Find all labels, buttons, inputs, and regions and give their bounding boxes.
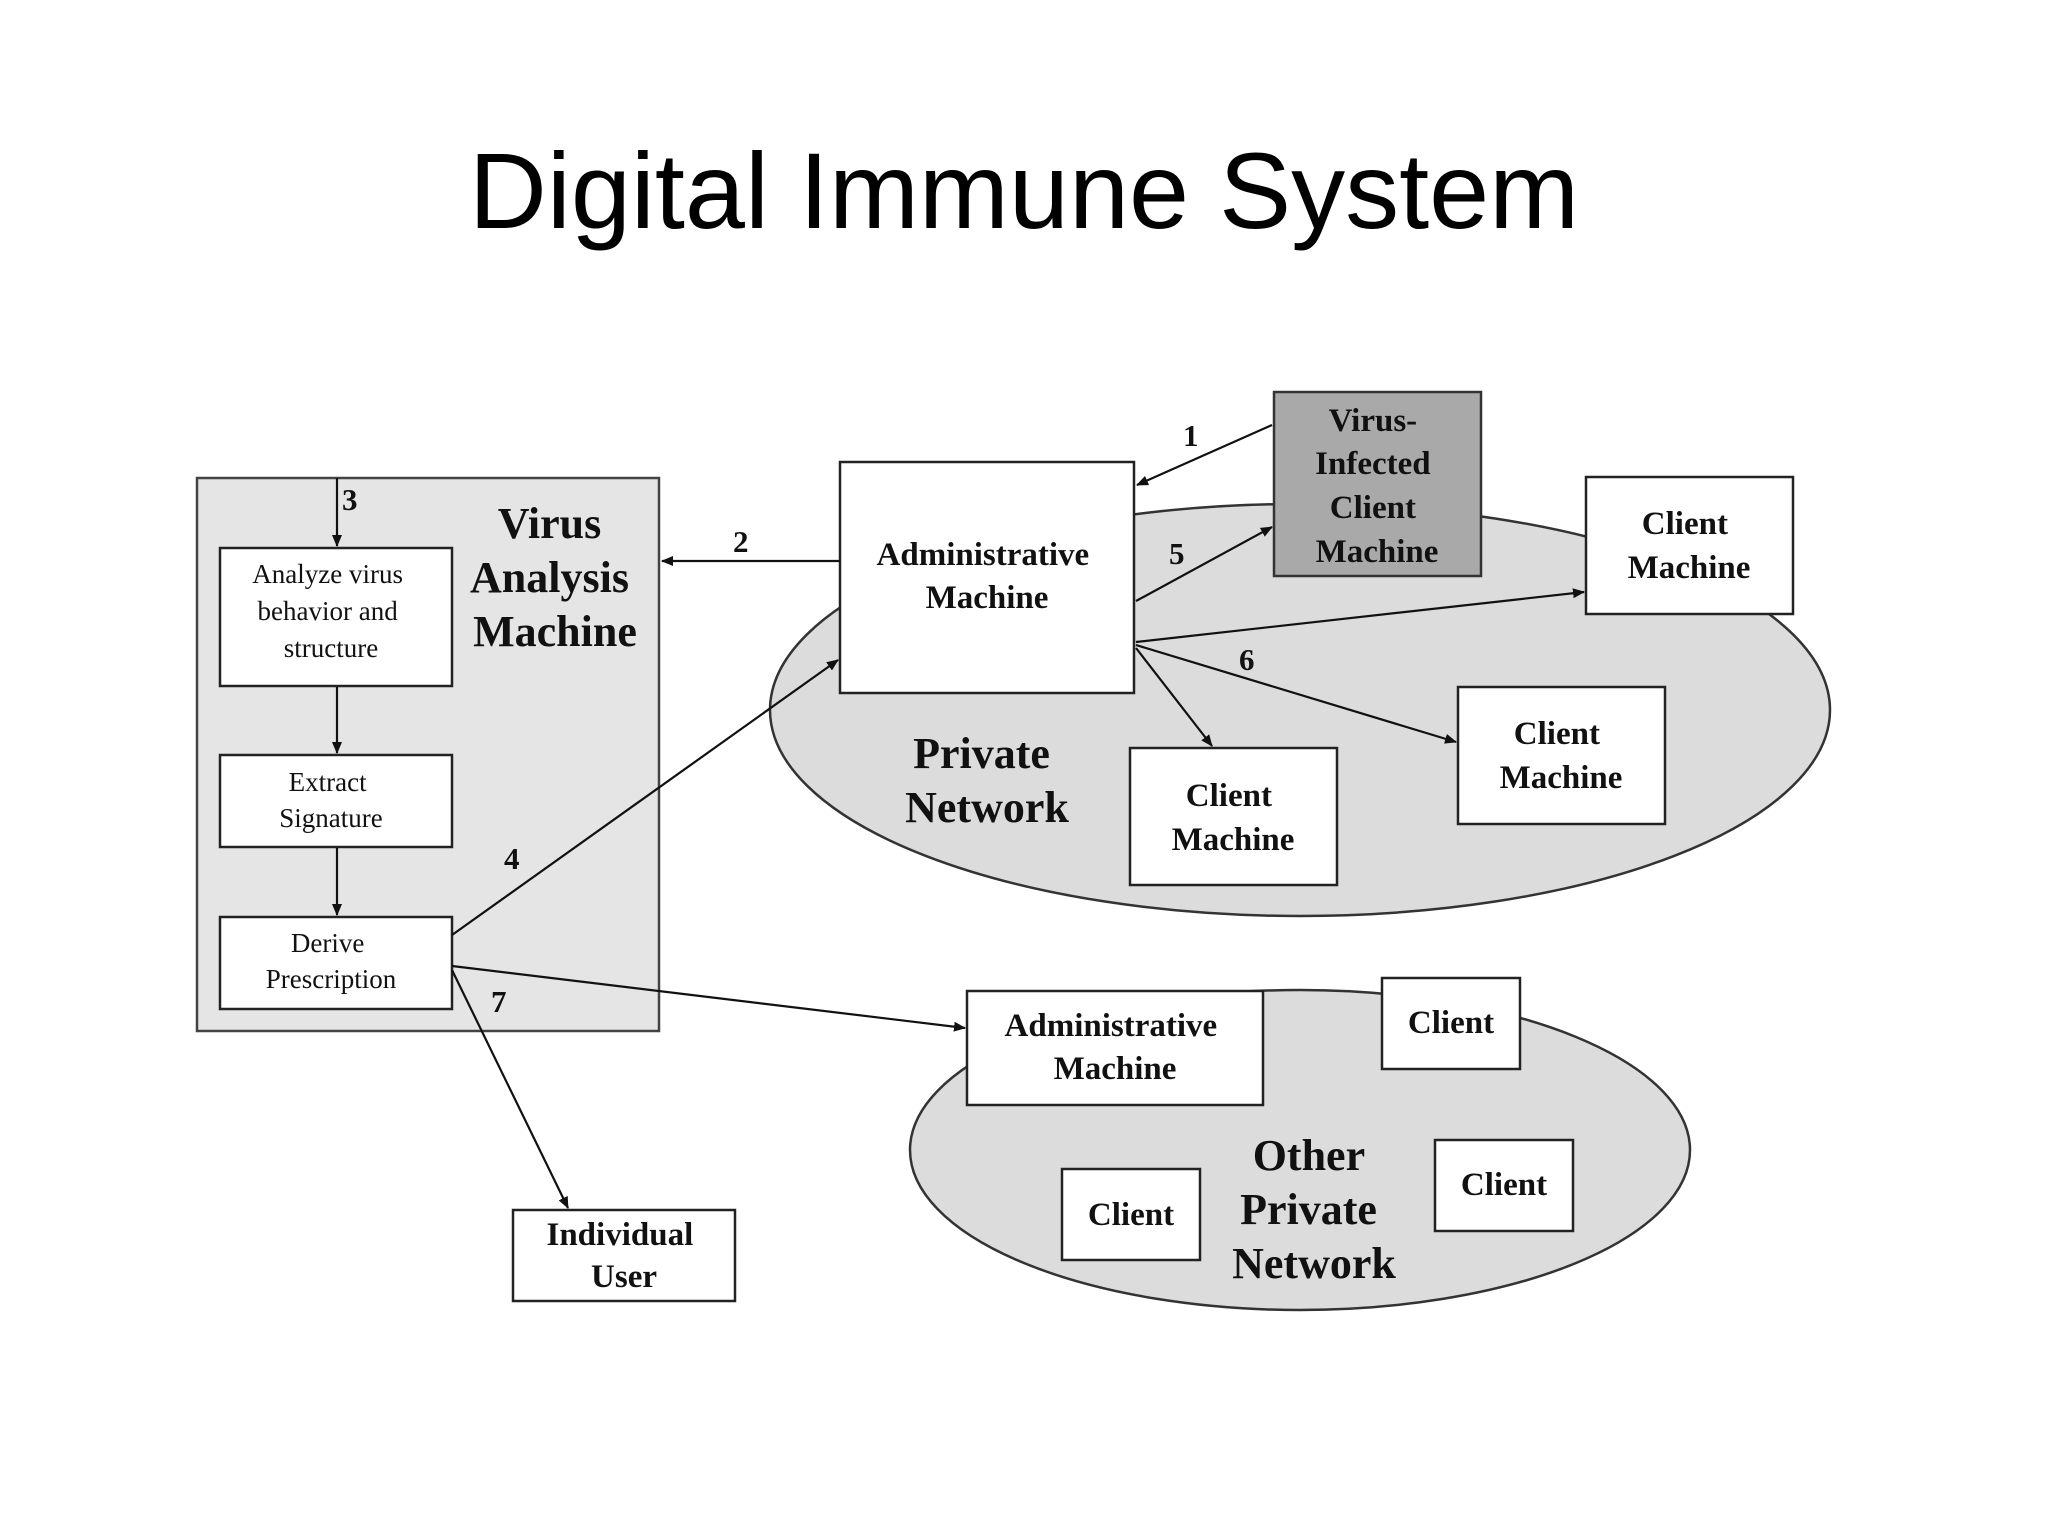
client-machine-box-2 bbox=[1456, 685, 1667, 826]
virus-infected-client-label: Virus- Infected Client Machine bbox=[1315, 403, 1439, 570]
arrow-step-7-other-admin bbox=[451, 964, 966, 1032]
arrow-step-1 bbox=[1136, 423, 1273, 487]
client-machine-box-1 bbox=[1584, 475, 1795, 616]
arrow-step-5 bbox=[1135, 526, 1273, 602]
other-private-network-label: Other Private Network bbox=[1232, 1131, 1396, 1288]
administrative-machine-label: Administrative Machine bbox=[877, 537, 1098, 616]
arrow-step-6-client-2 bbox=[1135, 643, 1457, 744]
step-number-5: 5 bbox=[1169, 536, 1185, 571]
other-client-label-1: Client bbox=[1408, 1005, 1494, 1041]
arrow-step-4 bbox=[451, 659, 839, 936]
client-machine-box-3 bbox=[1128, 746, 1339, 887]
other-client-label-3: Client bbox=[1088, 1197, 1174, 1233]
other-client-label-2: Client bbox=[1461, 1167, 1547, 1203]
client-machine-label-3: Client Machine bbox=[1172, 778, 1295, 858]
step-number-2: 2 bbox=[733, 524, 749, 559]
page-title: Digital Immune System bbox=[469, 130, 1579, 251]
arrow-step-6-client-3 bbox=[1135, 647, 1213, 747]
arrow-step-7-individual bbox=[451, 969, 569, 1209]
other-client-box-2 bbox=[1433, 1138, 1575, 1233]
private-network-label: Private Network bbox=[905, 729, 1069, 832]
analyze-virus-label: Analyze virus behavior and structure bbox=[252, 559, 409, 663]
administrative-machine-box bbox=[838, 460, 1136, 695]
analyze-virus-box bbox=[218, 546, 454, 688]
derive-prescription-label: Derive Prescription bbox=[266, 928, 397, 994]
client-machine-label-1: Client Machine bbox=[1628, 506, 1751, 586]
individual-user-box bbox=[511, 1208, 737, 1303]
other-client-box-1 bbox=[1380, 976, 1522, 1071]
step-number-3: 3 bbox=[342, 482, 358, 517]
extract-signature-label: Extract Signature bbox=[279, 767, 382, 833]
step-number-6: 6 bbox=[1239, 642, 1255, 677]
individual-user-label: Individual User bbox=[546, 1217, 701, 1295]
client-machine-label-2: Client Machine bbox=[1500, 716, 1623, 796]
step-number-7: 7 bbox=[491, 984, 507, 1019]
step-number-1: 1 bbox=[1183, 418, 1199, 453]
other-administrative-machine-label: Administrative Machine bbox=[1005, 1008, 1226, 1087]
step-number-4: 4 bbox=[504, 841, 520, 876]
arrow-step-6-client-1 bbox=[1135, 588, 1585, 644]
virus-analysis-machine-label: Virus Analysis Machine bbox=[470, 499, 640, 656]
other-client-box-3 bbox=[1060, 1167, 1202, 1262]
other-administrative-machine-box bbox=[965, 989, 1265, 1107]
extract-signature-box bbox=[218, 753, 454, 849]
virus-infected-client-box bbox=[1272, 390, 1483, 578]
derive-prescription-box bbox=[218, 915, 454, 1011]
